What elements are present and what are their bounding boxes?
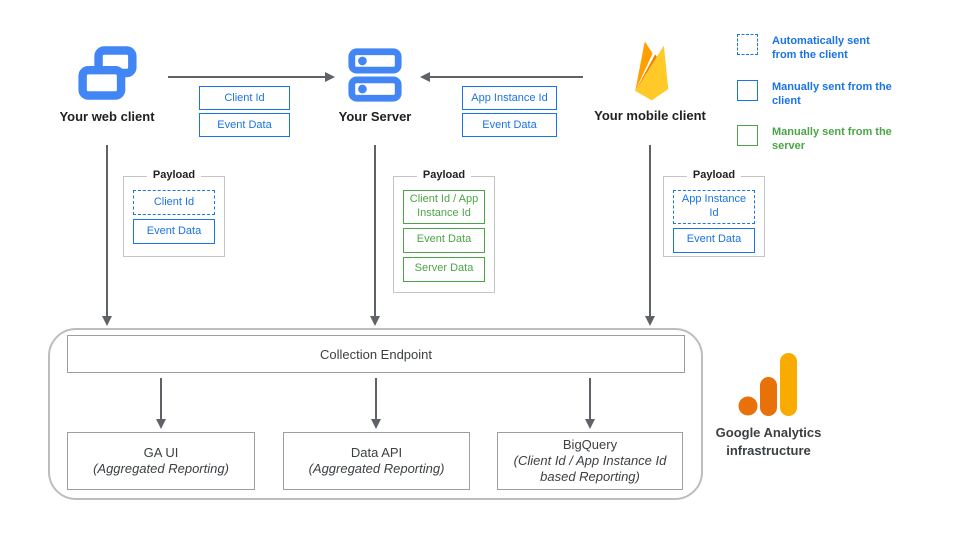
arrow-web-to-server [168,72,335,82]
payload-title: Payload [416,169,472,181]
arrow-mobile-down [645,145,655,326]
data-api-title: Data API [350,444,403,460]
payload-mobile: Payload App Instance Id Event Data [663,169,765,257]
payload-item-client-or-app-instance-id: Client Id / App Instance Id [403,190,485,224]
arrow-endpoint-to-bigquery [585,378,595,429]
legend-label: Manually sent from the client [772,80,892,107]
google-analytics-logo-icon [738,353,797,416]
data-api-subtitle: (Aggregated Reporting) [308,461,445,476]
legend-label: Automatically sent from the client [772,35,870,62]
payload-item-event-data: Event Data [403,227,485,253]
payload-web: Payload Client Id Event Data [123,169,225,257]
flow-label-event-data: Event Data [462,113,557,137]
dashed-blue-swatch-icon [737,34,758,55]
payload-title: Payload [146,169,202,181]
payload-item-server-data: Server Data [403,256,485,282]
legend: Automatically sent from the client Manua… [737,34,892,154]
server-label: Your Server [338,109,412,124]
solid-blue-swatch-icon [737,79,758,101]
payload-item-client-id: Client Id [133,190,215,215]
flow-label-event-data: Event Data [199,113,290,137]
legend-item-auto-client: Automatically sent from the client [737,34,892,63]
legend-item-manual-server: Manually sent from the server [737,125,892,154]
flow-label-app-instance-id: App Instance Id [462,86,557,110]
server-stack-icon [348,48,402,102]
payload-title: Payload [686,169,742,181]
web-client-windows-icon [78,46,137,100]
web-client: Your web client [42,42,172,124]
web-client-label: Your web client [59,109,155,124]
payload-item-event-data: Event Data [133,219,215,244]
legend-label: Manually sent from the server [772,126,892,153]
flow-label-client-id: Client Id [199,86,290,110]
legend-item-manual-client: Manually sent from the client [737,79,892,109]
arrow-mobile-to-server [420,72,583,82]
arrow-web-down [102,145,112,326]
bigquery-box: BigQuery (Client Id / App Instance Id ba… [497,432,683,490]
arrow-server-down [370,145,380,326]
web-flow-labels: Client Id Event Data [199,86,290,137]
payload-server: Payload Client Id / App Instance Id Even… [393,169,495,293]
ga-ui-box: GA UI (Aggregated Reporting) [67,432,255,490]
firebase-flame-icon [635,41,669,101]
ga-ui-subtitle: (Aggregated Reporting) [93,461,229,476]
mobile-flow-labels: App Instance Id Event Data [462,86,557,137]
ga-infrastructure-container [48,328,703,500]
arrow-endpoint-to-data-api [371,378,381,429]
payload-item-app-instance-id: App Instance Id [673,190,755,224]
solid-green-swatch-icon [737,125,758,147]
mobile-client-label: Your mobile client [594,108,706,123]
data-api-box: Data API (Aggregated Reporting) [283,432,470,490]
arrow-endpoint-to-ga-ui [156,378,166,429]
ga-infrastructure-caption: Google Analytics infrastructure [715,425,822,458]
payload-item-event-data: Event Data [673,227,755,253]
bigquery-subtitle: (Client Id / App Instance Id based Repor… [513,452,667,485]
ga-ui-title: GA UI [143,444,179,460]
mobile-client: Your mobile client [585,37,715,123]
bigquery-title: BigQuery [562,436,618,452]
server-client: Your Server [310,46,440,124]
collection-endpoint-box: Collection Endpoint [67,335,685,373]
